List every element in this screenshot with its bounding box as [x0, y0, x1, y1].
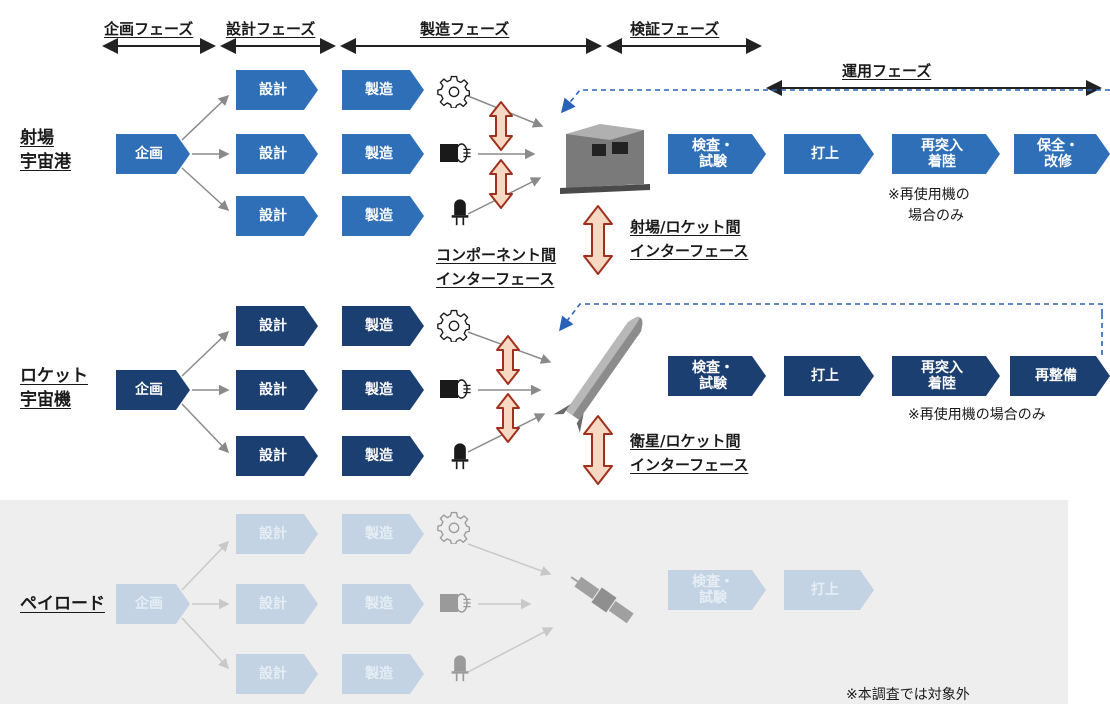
- row1-connectors: [181, 94, 544, 215]
- block-design: 設計: [236, 70, 318, 110]
- block-manufacture: 製造: [342, 196, 424, 236]
- block-inspect-faded-line2: 試験: [699, 590, 727, 606]
- cable-connector-icon: [440, 593, 472, 613]
- component-interface-label-2: インターフェース: [436, 270, 555, 288]
- pad-rocket-interface-label-1: 射場/ロケット間: [630, 218, 741, 236]
- block-design: 設計: [236, 436, 318, 476]
- row3-connectors: [181, 540, 554, 673]
- block-manufacture-faded: 製造: [342, 514, 424, 554]
- block-inspect-faded: 検査・試験: [668, 570, 766, 610]
- block-inspect-line2: 試験: [699, 376, 727, 392]
- sat-rocket-interface-label-1: 衛星/ロケット間: [630, 432, 741, 450]
- feedback-loop-dashed: [559, 89, 1110, 356]
- block-design-faded: 設計: [236, 654, 318, 694]
- block-reentry: 再突入着陸: [892, 134, 1000, 174]
- block-maintenance-line2: 改修: [1044, 154, 1072, 170]
- block-inspect-line1: 検査・: [692, 137, 734, 154]
- block-inspect-line1: 検査・: [692, 359, 734, 376]
- block-manufacture: 製造: [342, 70, 424, 110]
- led-icon: [450, 198, 470, 226]
- phase-manufacturing-label: 製造フェーズ: [420, 20, 510, 38]
- reuse-note-single: ※再使用機の場合のみ: [908, 407, 1046, 423]
- component-interface-arrow-icon: [496, 393, 520, 443]
- row2-connectors: [181, 330, 552, 454]
- phase-operation-label: 運用フェーズ: [842, 62, 932, 80]
- gear-icon: [437, 75, 470, 108]
- block-reentry: 再突入着陸: [892, 356, 1000, 396]
- out-of-scope-note: ※本調査では対象外: [846, 687, 970, 703]
- block-design: 設計: [236, 196, 318, 236]
- sat-rocket-interface-label-2: インターフェース: [630, 456, 749, 474]
- block-reentry-line2: 着陸: [928, 154, 956, 170]
- block-design-faded: 設計: [236, 584, 318, 624]
- phase-planning-label: 企画フェーズ: [104, 20, 194, 38]
- block-launch: 打上: [784, 134, 874, 174]
- block-inspect-faded-line1: 検査・: [692, 573, 734, 590]
- block-manufacture: 製造: [342, 436, 424, 476]
- block-design: 設計: [236, 306, 318, 346]
- block-refurbish: 再整備: [1010, 356, 1110, 396]
- component-interface-label-1: コンポーネント間: [436, 246, 557, 264]
- row-payload-label: ペイロード: [20, 594, 105, 614]
- led-icon: [450, 442, 470, 470]
- row-spaceport-label-1: 射場: [20, 128, 54, 148]
- block-maintenance-line1: 保全・: [1037, 137, 1079, 154]
- cable-connector-icon: [440, 143, 472, 163]
- reuse-note-line2: 場合のみ: [908, 208, 964, 224]
- phase-verification-label: 検証フェーズ: [630, 20, 720, 38]
- row-spaceport-label-2: 宇宙港: [20, 152, 71, 172]
- block-inspect-line2: 試験: [699, 154, 727, 170]
- pad-rocket-interface-arrow-icon: [583, 205, 613, 275]
- block-launch-faded: 打上: [784, 570, 874, 610]
- block-manufacture-faded: 製造: [342, 654, 424, 694]
- row-rocket-label-1: ロケット: [20, 366, 88, 386]
- block-design: 設計: [236, 134, 318, 174]
- block-design-faded: 設計: [236, 514, 318, 554]
- rocket-icon: [553, 316, 643, 433]
- sat-rocket-interface-arrow-icon: [583, 415, 613, 485]
- gear-icon: [437, 309, 470, 342]
- pad-rocket-interface-label-2: インターフェース: [630, 242, 749, 260]
- block-reentry-line1: 再突入: [921, 359, 963, 376]
- block-manufacture-faded: 製造: [342, 584, 424, 624]
- reuse-note-line1: ※再使用機の: [888, 187, 970, 203]
- satellite-icon: [570, 576, 634, 624]
- block-design: 設計: [236, 370, 318, 410]
- led-icon: [450, 654, 470, 682]
- gear-icon: [437, 511, 470, 544]
- block-maintenance: 保全・改修: [1014, 134, 1110, 174]
- block-reentry-line1: 再突入: [921, 137, 963, 154]
- block-plan-faded: 企画: [116, 584, 190, 624]
- component-interface-arrow-icon: [489, 101, 513, 151]
- launch-pad-building-icon: [560, 124, 650, 194]
- phase-design-label: 設計フェーズ: [226, 20, 316, 38]
- block-plan: 企画: [116, 134, 190, 174]
- block-manufacture: 製造: [342, 134, 424, 174]
- phase-span-arrows: [102, 38, 1102, 96]
- block-manufacture: 製造: [342, 306, 424, 346]
- row-rocket-label-2: 宇宙機: [20, 390, 71, 410]
- block-manufacture: 製造: [342, 370, 424, 410]
- block-reentry-line2: 着陸: [928, 376, 956, 392]
- cable-connector-icon: [440, 379, 472, 399]
- block-plan: 企画: [116, 370, 190, 410]
- block-inspect: 検査・試験: [668, 134, 766, 174]
- block-inspect: 検査・試験: [668, 356, 766, 396]
- block-launch: 打上: [784, 356, 874, 396]
